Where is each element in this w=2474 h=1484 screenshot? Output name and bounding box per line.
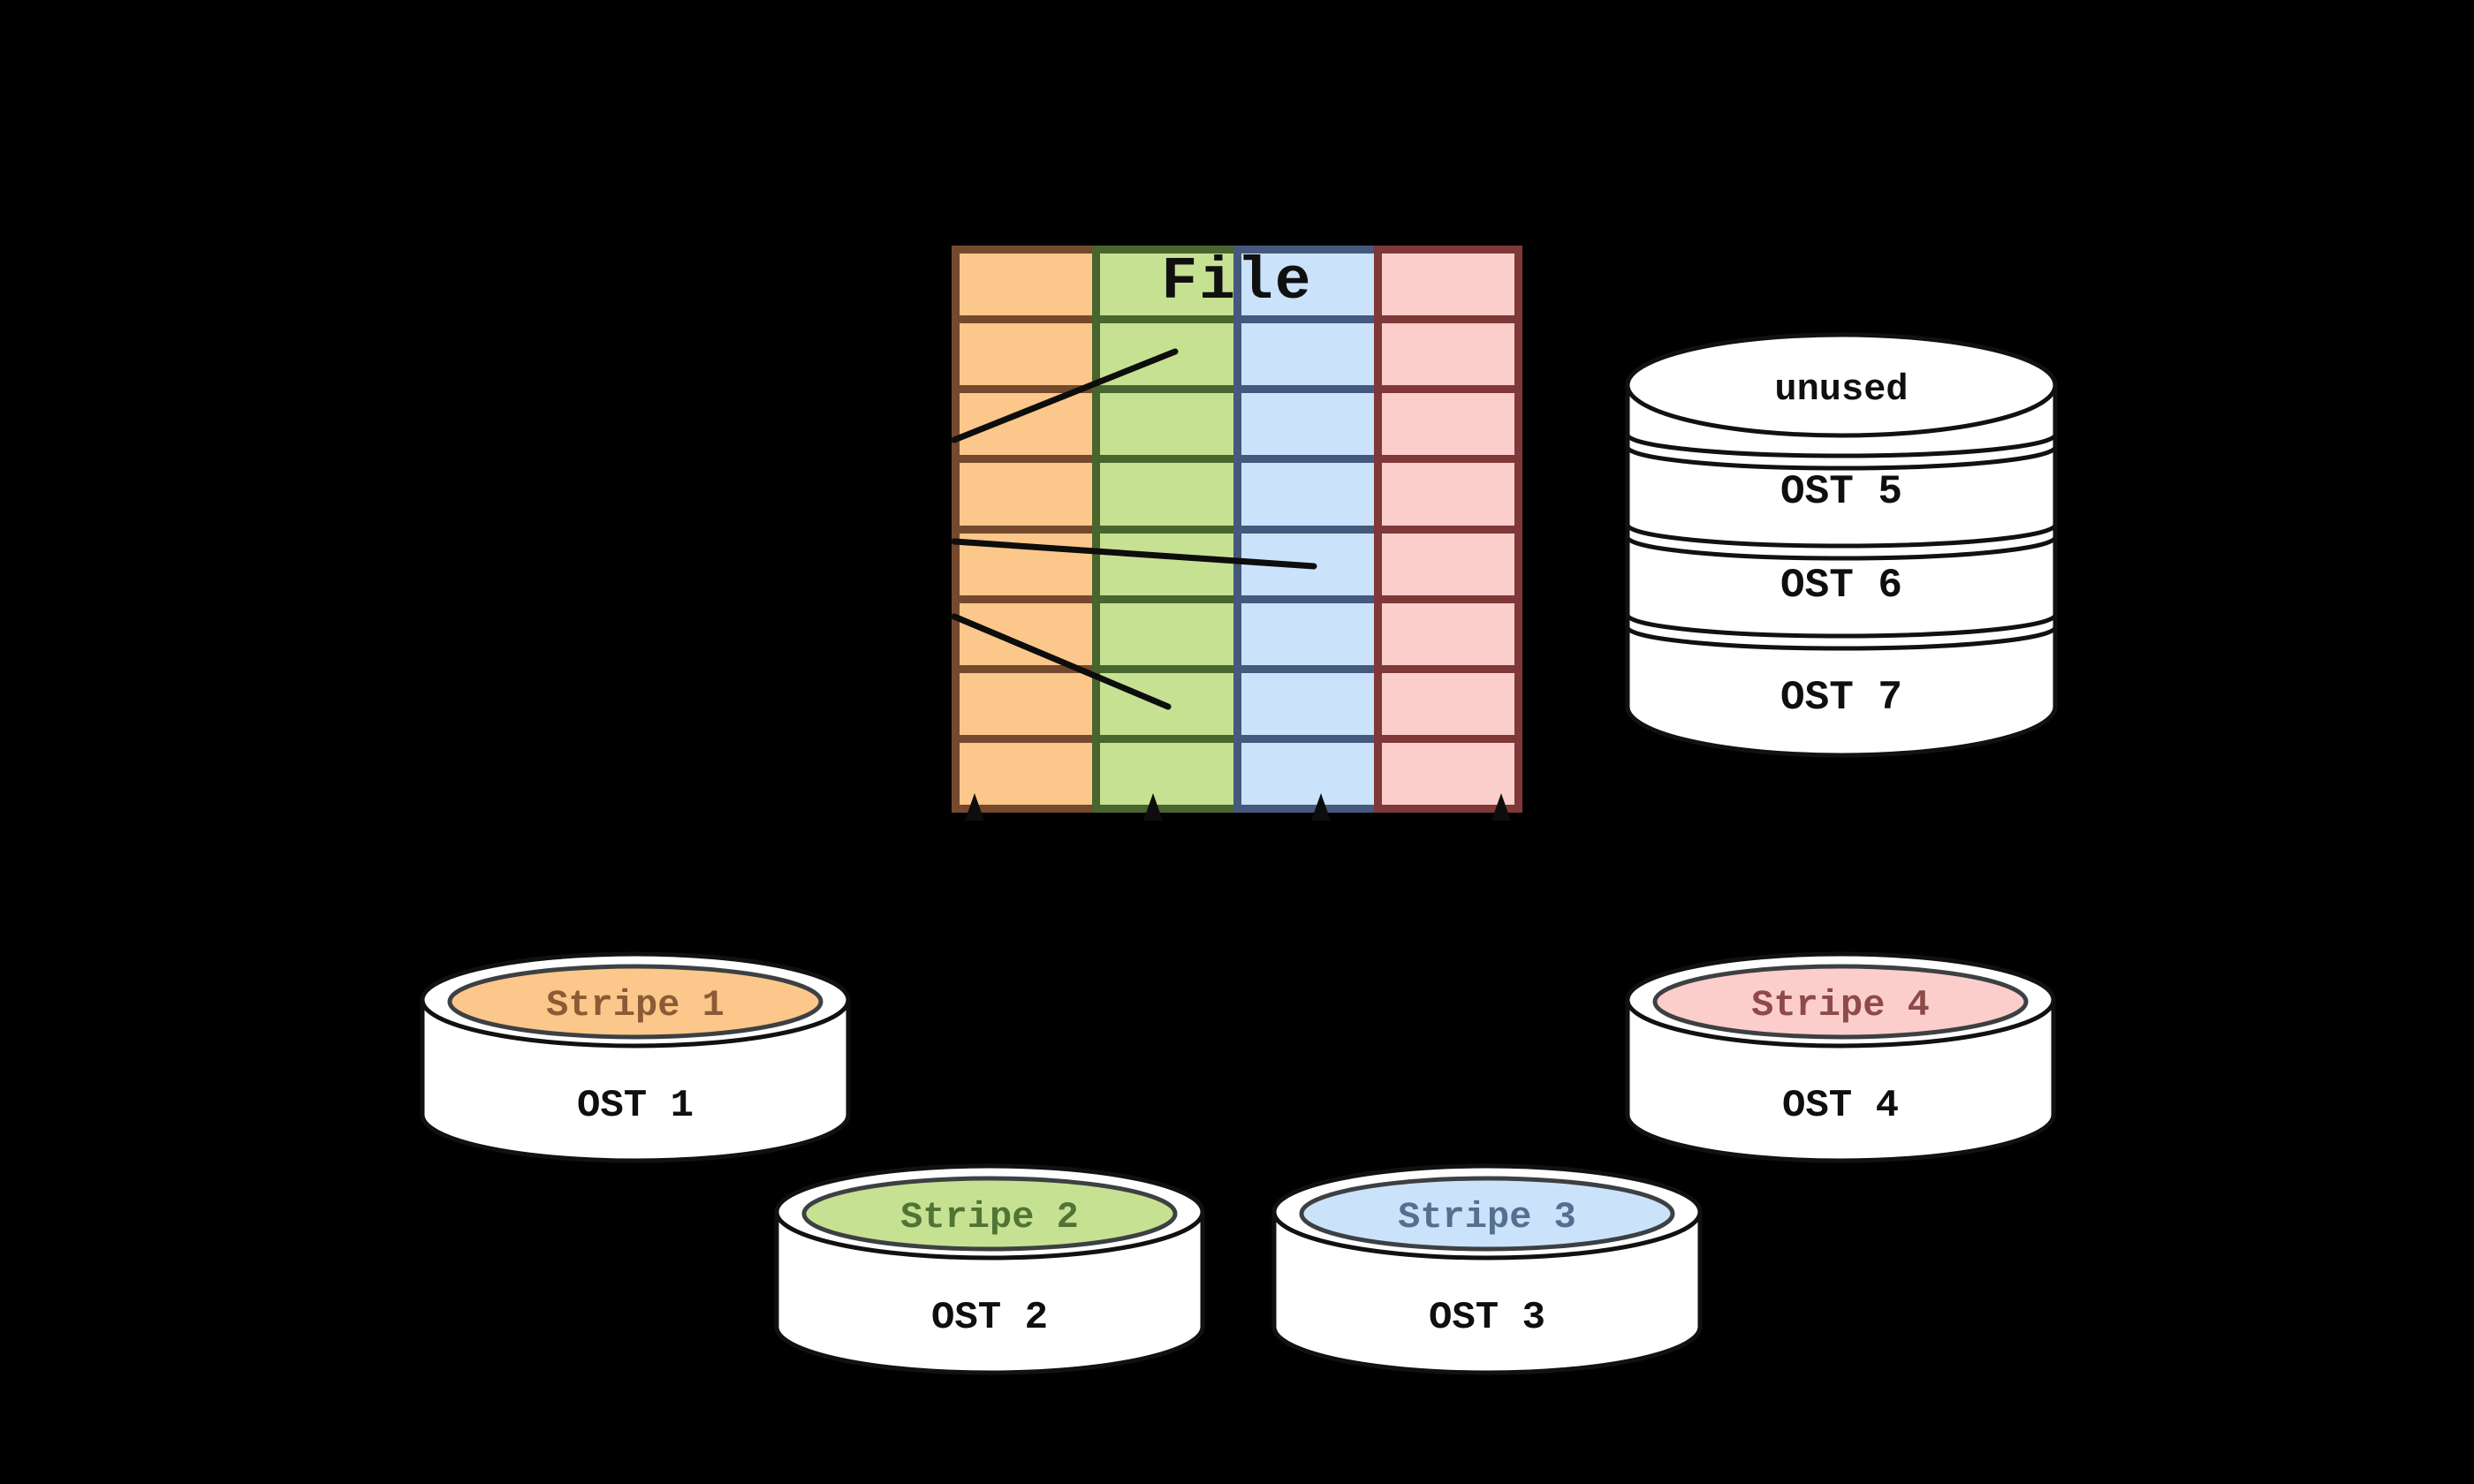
ost-2-label: OST 2 <box>931 1296 1048 1340</box>
ost-4-label: OST 4 <box>1782 1084 1899 1128</box>
file-grid-cell <box>1100 534 1233 603</box>
stripe-1-ellipse <box>447 964 823 1040</box>
ost-stack-separator-arc <box>1625 536 2058 561</box>
file-grid-column-stripe-1 <box>952 246 1101 813</box>
file-grid-cell <box>1241 323 1374 394</box>
stripe-4-ellipse <box>1652 964 2029 1040</box>
ost-1-cylinder: Stripe 1 OST 1 <box>420 951 851 1163</box>
ost-stack: unused OST 5 OST 6 OST 7 <box>1625 332 2058 758</box>
stripe-1-label: Stripe 1 <box>546 984 725 1026</box>
file-grid-cell <box>1100 603 1233 673</box>
file-grid-cell <box>1381 323 1514 394</box>
file-grid-cell <box>960 323 1093 394</box>
stack-label-ost-6: OST 6 <box>1780 563 1902 609</box>
stack-label-ost-5: OST 5 <box>1780 469 1902 515</box>
file-grid-cell <box>1100 393 1233 464</box>
file-grid-cell <box>960 463 1093 534</box>
file-grid-cell <box>1381 463 1514 534</box>
file-grid-cell <box>1381 534 1514 603</box>
file-grid-cell <box>1241 673 1374 743</box>
file-grid-cell <box>960 534 1093 603</box>
file-grid-cell <box>1100 673 1233 743</box>
file-grid-cell <box>1241 603 1374 673</box>
annotation-arrow-3 <box>951 613 1172 710</box>
stripe-3-label: Stripe 3 <box>1398 1196 1576 1238</box>
file-grid-column-stripe-4 <box>1373 246 1522 813</box>
ost-stack-separator-arc <box>1625 524 2058 549</box>
column-arrowhead-1 <box>965 793 984 821</box>
annotation-arrow-1 <box>951 348 1179 443</box>
column-arrowhead-3 <box>1311 793 1331 821</box>
file-grid <box>952 246 1522 813</box>
column-arrowhead-4 <box>1491 793 1511 821</box>
file-grid-cell <box>1381 254 1514 324</box>
column-arrowhead-2 <box>1143 793 1163 821</box>
stack-label-unused: unused <box>1774 368 1908 411</box>
ost-stack-separator-arc <box>1625 434 2058 458</box>
stripe-2-label: Stripe 2 <box>900 1196 1079 1238</box>
file-grid-cell <box>1241 534 1374 603</box>
file-grid-cell <box>1241 463 1374 534</box>
annotation-arrows <box>951 348 1511 821</box>
stripe-3-ellipse <box>1299 1176 1675 1252</box>
file-grid-cell <box>1381 603 1514 673</box>
file-grid-cell <box>1381 393 1514 464</box>
stripe-2-ellipse <box>801 1176 1178 1252</box>
ost-4-cylinder: Stripe 4 OST 4 <box>1625 951 2056 1163</box>
file-grid-cell <box>1241 254 1374 324</box>
file-grid-cell <box>1381 673 1514 743</box>
ost-3-label: OST 3 <box>1429 1296 1545 1340</box>
ost-stack-separator-arc <box>1625 614 2058 639</box>
ost-stack-separator-arc <box>1625 626 2058 651</box>
ost-stack-separator-arc <box>1625 446 2058 471</box>
file-grid-cell <box>1241 393 1374 464</box>
annotation-arrow-2 <box>951 538 1317 570</box>
file-grid-cell <box>1100 254 1233 324</box>
ost-3-cylinder: Stripe 3 OST 3 <box>1271 1163 1703 1375</box>
file-grid-cell <box>1100 323 1233 394</box>
ost-stack-body <box>1625 385 2058 758</box>
ost-1-label: OST 1 <box>577 1084 694 1128</box>
ost-2-cylinder: Stripe 2 OST 2 <box>774 1163 1205 1375</box>
file-grid-cell <box>960 673 1093 743</box>
file-grid-cell <box>960 393 1093 464</box>
file-grid-cell <box>1100 463 1233 534</box>
file-title: File <box>1161 247 1313 316</box>
ost-stack-top-ellipse <box>1625 332 2058 438</box>
stripe-4-label: Stripe 4 <box>1751 984 1930 1026</box>
file-grid-cell <box>960 603 1093 673</box>
stack-label-ost-7: OST 7 <box>1780 675 1902 721</box>
file-grid-cell <box>960 254 1093 324</box>
file-grid-column-stripe-3 <box>1233 246 1382 813</box>
